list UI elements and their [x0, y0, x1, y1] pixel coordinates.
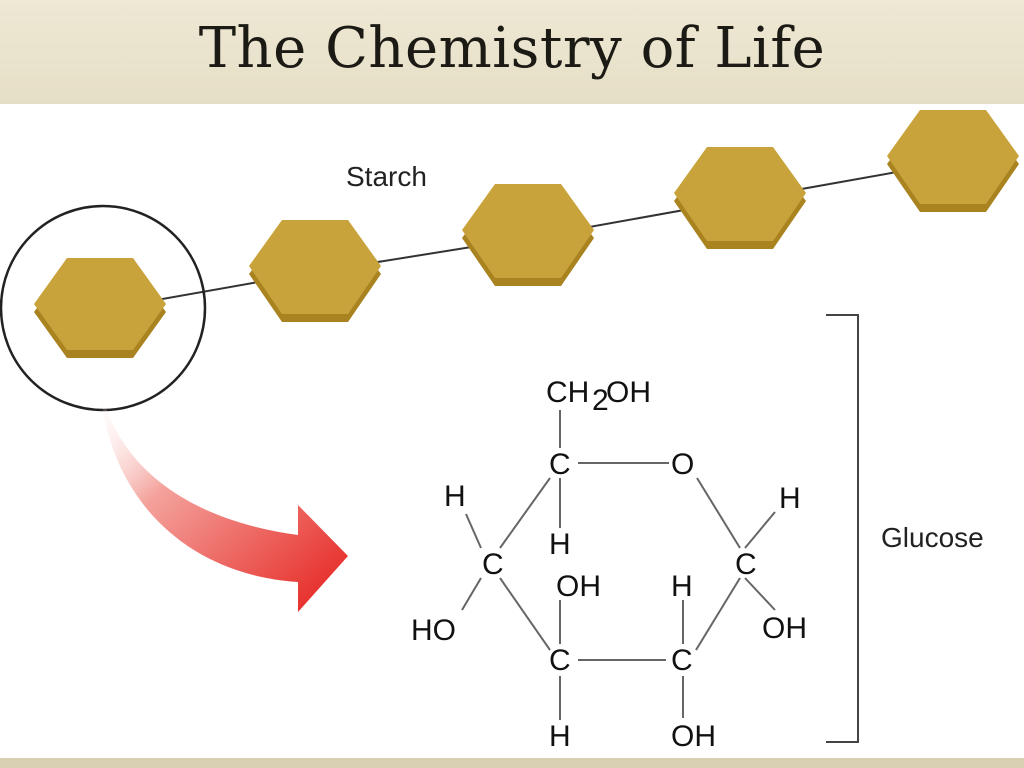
- slide-title: The Chemistry of Life: [198, 16, 826, 81]
- atom-h-c4: H: [444, 480, 466, 513]
- atom-h-c5: H: [549, 528, 571, 561]
- atom-c2: C: [671, 644, 693, 677]
- atom-ho-c4: HO: [411, 614, 456, 647]
- atom-oh-c3: OH: [556, 570, 601, 603]
- atom-ring-oxygen: O: [671, 448, 694, 481]
- atom-c1: C: [735, 548, 757, 581]
- atom-h-c3-bottom: H: [549, 720, 571, 753]
- glucose-bonds: [461, 410, 776, 720]
- glucose-bracket: [826, 314, 859, 743]
- title-bar: The Chemistry of Life: [0, 0, 1024, 104]
- atom-ch2oh-ch: CH: [546, 376, 589, 409]
- atom-ch2oh-oh: OH: [606, 376, 651, 409]
- footer-strip: [0, 758, 1024, 768]
- atom-h-c2: H: [671, 570, 693, 603]
- starch-label: Starch: [346, 161, 427, 192]
- starch-unit-3: [462, 184, 594, 286]
- atom-oh-c1: OH: [762, 612, 807, 645]
- glucose-atoms: CH 2 OH C O C C C C H H HO OH H H OH H O…: [411, 376, 807, 753]
- atom-oh-c2: OH: [671, 720, 716, 753]
- glucose-label: Glucose: [881, 522, 984, 553]
- starch-unit-2: [249, 220, 381, 322]
- atom-c3: C: [549, 644, 571, 677]
- atom-ch2oh-subscript: 2: [592, 384, 609, 417]
- starch-unit-1: [34, 258, 166, 358]
- curved-arrow: [100, 385, 348, 612]
- starch-unit-5: [887, 110, 1019, 212]
- atom-c4: C: [482, 548, 504, 581]
- atom-h-c1: H: [779, 482, 801, 515]
- starch-unit-4: [674, 147, 806, 249]
- atom-c5: C: [549, 448, 571, 481]
